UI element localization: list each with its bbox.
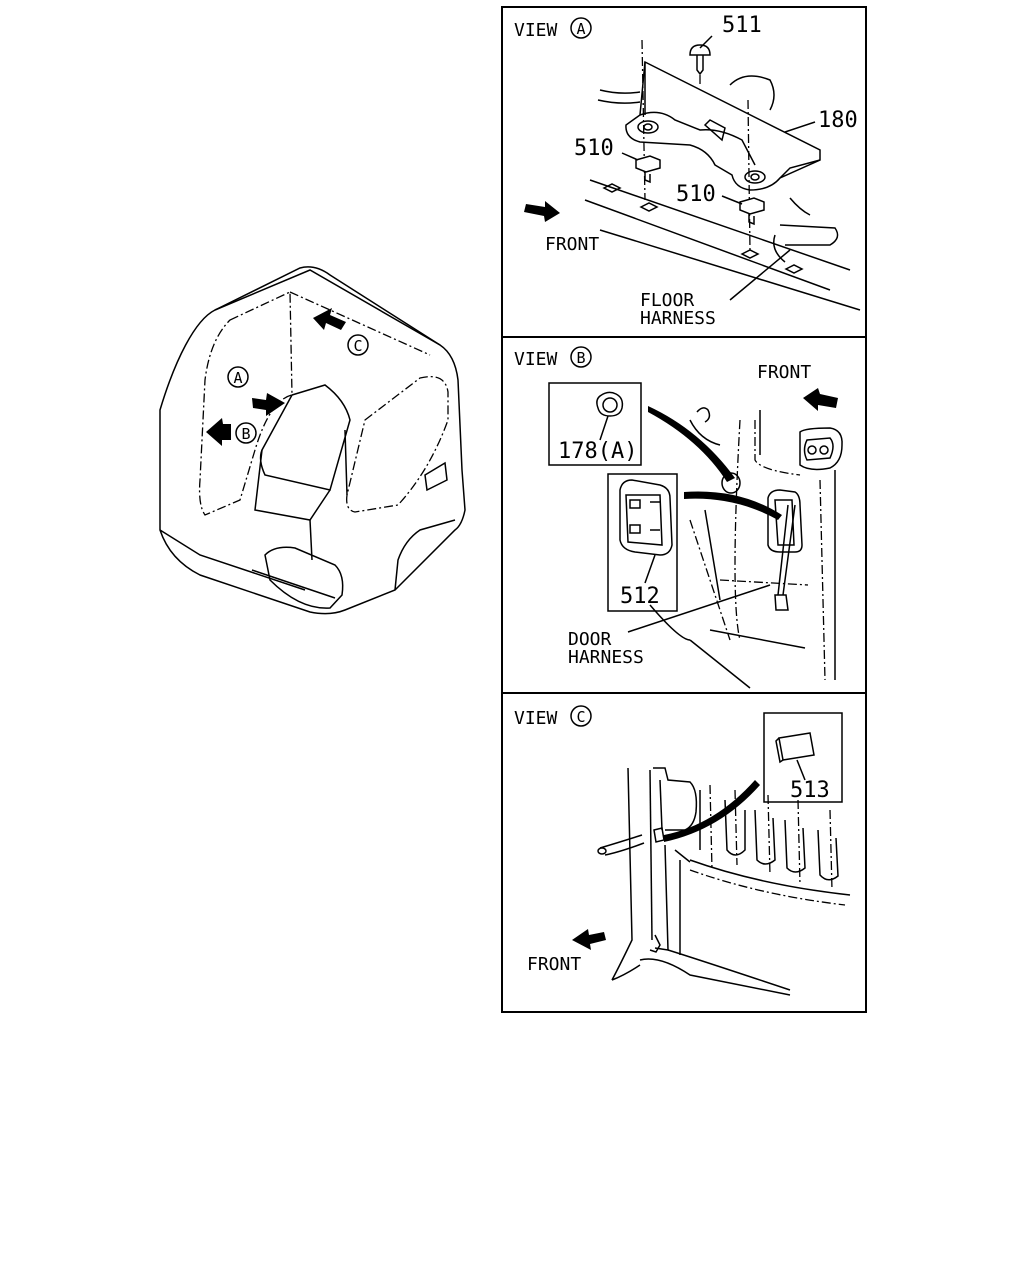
part-178-detail-box bbox=[548, 382, 642, 466]
cab-overview: C A B bbox=[159, 266, 466, 615]
views-frame bbox=[501, 6, 867, 1013]
callout-b: B bbox=[241, 425, 250, 443]
view-b-front: FRONT bbox=[757, 362, 811, 383]
part-513-detail-box bbox=[763, 712, 843, 803]
view-c-panel: VIEW C 513 bbox=[514, 705, 851, 996]
callout-c: C bbox=[353, 337, 362, 355]
part-178-label: 178(A) bbox=[558, 439, 637, 464]
view-a-front: FRONT bbox=[545, 234, 599, 255]
part-512-label: 512 bbox=[620, 584, 660, 609]
view-b-title: VIEW bbox=[514, 349, 558, 370]
view-c-title: VIEW bbox=[514, 708, 558, 729]
view-a-letter: A bbox=[576, 20, 585, 38]
view-c-letter: C bbox=[576, 708, 585, 726]
arrow-a-icon bbox=[252, 393, 285, 416]
door-harness-line1: DOOR bbox=[568, 629, 612, 650]
part-510-left-label: 510 bbox=[574, 136, 614, 161]
floor-harness-line1: FLOOR bbox=[640, 290, 694, 311]
arrow-b-icon bbox=[206, 418, 231, 446]
front-arrow-c-icon bbox=[572, 929, 606, 950]
view-b-letter: B bbox=[576, 349, 585, 367]
front-arrow-b-icon bbox=[803, 388, 838, 411]
part-512-detail-box bbox=[607, 473, 678, 612]
part-180-label: 180 bbox=[818, 108, 858, 133]
front-arrow-a-icon bbox=[524, 201, 560, 222]
callout-a: A bbox=[233, 369, 242, 387]
part-511-label: 511 bbox=[722, 13, 762, 38]
view-a-panel: VIEW A bbox=[514, 13, 861, 329]
view-b-panel: VIEW B FRONT 178(A) bbox=[514, 346, 843, 689]
view-a-title: VIEW bbox=[514, 20, 558, 41]
view-c-front: FRONT bbox=[527, 954, 581, 975]
door-harness-line2: HARNESS bbox=[568, 647, 644, 668]
arrow-c-icon bbox=[313, 308, 346, 330]
part-513-label: 513 bbox=[790, 778, 830, 803]
floor-harness-line2: HARNESS bbox=[640, 308, 716, 329]
part-510-right-label: 510 bbox=[676, 182, 716, 207]
